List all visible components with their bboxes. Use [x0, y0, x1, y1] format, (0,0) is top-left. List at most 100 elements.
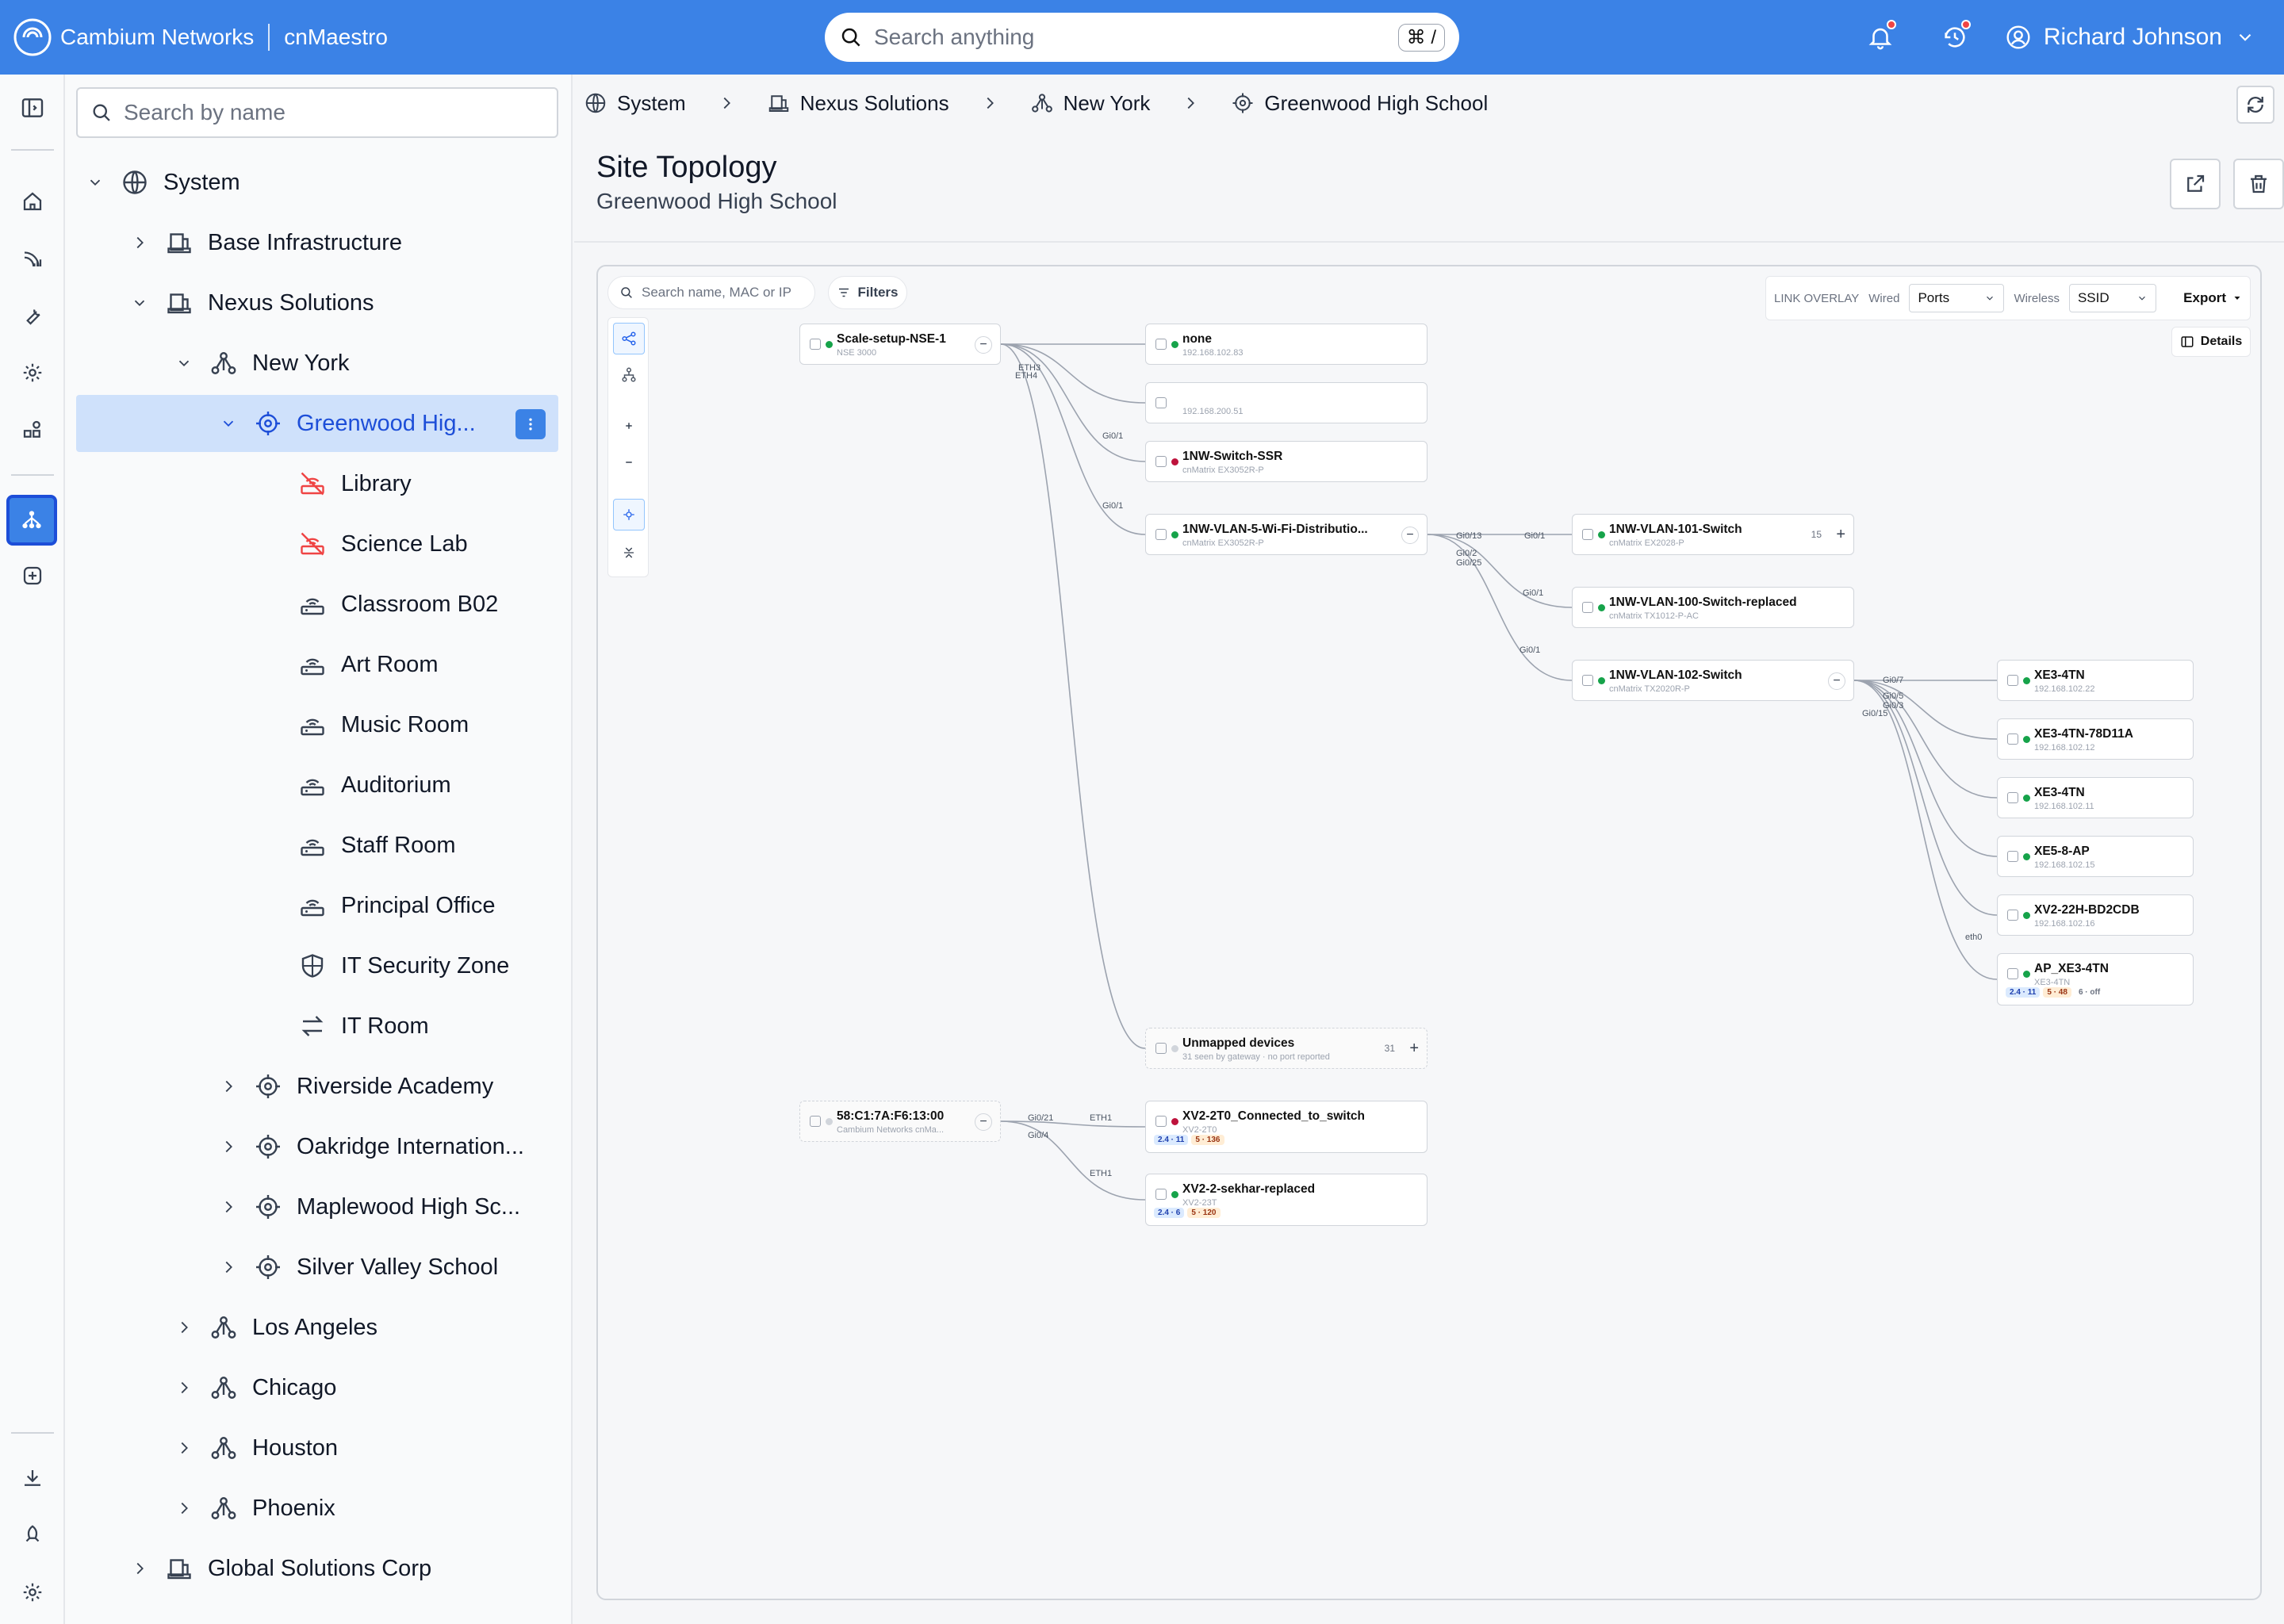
tree-item[interactable]: IT Room — [262, 998, 429, 1055]
wireless-overlay-select[interactable]: SSID — [2068, 284, 2156, 312]
nav-monitor[interactable] — [17, 243, 48, 274]
tree-item[interactable]: Library — [262, 455, 412, 512]
tree-expander[interactable] — [217, 415, 240, 432]
nav-add[interactable] — [17, 560, 48, 592]
wired-overlay-select[interactable]: Ports — [1909, 284, 2005, 312]
tree-item[interactable]: Staff Room — [262, 817, 456, 874]
breadcrumb-system[interactable]: System — [584, 91, 686, 116]
tree-item[interactable]: Houston — [173, 1419, 338, 1477]
tree-search-input[interactable]: Search by name — [76, 87, 558, 138]
tree-item[interactable]: Base Infrastructure — [128, 214, 402, 271]
app-logo[interactable]: Cambium Networks cnMaestro — [13, 17, 388, 57]
tree-item[interactable]: Art Room — [262, 636, 438, 693]
tree-item[interactable]: Science Lab — [262, 515, 468, 573]
topology-node[interactable]: 192.168.200.51 — [1145, 382, 1428, 423]
tree-item[interactable]: Nexus Solutions — [128, 274, 374, 331]
nav-topology[interactable] — [6, 495, 57, 546]
tree-item[interactable]: IT Security Zone — [262, 937, 509, 994]
topology-canvas[interactable]: Search name, MAC or IP Filters LINK OVER… — [596, 265, 2262, 1600]
activity-button[interactable] — [1931, 13, 1979, 61]
global-search[interactable]: Search anything ⌘ / — [825, 13, 1459, 62]
user-menu[interactable]: Richard Johnson — [2006, 24, 2255, 51]
tree-item[interactable]: Los Angeles — [173, 1299, 377, 1356]
tree-expander[interactable] — [173, 1379, 195, 1396]
tree-expander[interactable] — [84, 174, 106, 191]
delete-button[interactable] — [2233, 159, 2284, 209]
tree-expander[interactable] — [173, 1319, 195, 1336]
tree-item[interactable]: Greenwood Hig... — [76, 395, 558, 452]
tree-expander[interactable] — [128, 1560, 151, 1577]
refresh-button[interactable] — [2236, 86, 2274, 124]
tree-expander[interactable] — [217, 1078, 240, 1095]
notifications-button[interactable] — [1857, 13, 1904, 61]
tree-expander[interactable] — [217, 1258, 240, 1276]
nav-download[interactable] — [17, 1462, 48, 1494]
nav-apps[interactable] — [17, 414, 48, 446]
tree-item[interactable]: Phoenix — [173, 1480, 335, 1537]
details-button[interactable]: Details — [2171, 327, 2251, 357]
tree-expander[interactable] — [173, 1500, 195, 1517]
collapse-node-button[interactable]: − — [975, 336, 992, 354]
nav-deploy[interactable] — [17, 1519, 48, 1551]
expand-node-button[interactable]: + — [1409, 1040, 1419, 1057]
topology-node[interactable]: 1NW-VLAN-5-Wi-Fi-Distributio...cnMatrix … — [1145, 514, 1428, 555]
breadcrumb-newyork[interactable]: New York — [1030, 91, 1150, 116]
zoom-out-button[interactable] — [613, 446, 645, 478]
tree-expander[interactable] — [173, 354, 195, 372]
fit-view-button[interactable] — [613, 499, 645, 530]
tree-item[interactable]: Maplewood High Sc... — [217, 1178, 520, 1235]
tree-item[interactable]: Chicago — [173, 1359, 336, 1416]
tree-item[interactable]: Oakridge Internation... — [217, 1118, 524, 1175]
tree-item[interactable]: New York — [173, 335, 350, 392]
breadcrumb-site[interactable]: Greenwood High School — [1231, 91, 1488, 116]
zoom-in-button[interactable] — [613, 410, 645, 442]
tree-item[interactable]: Silver Valley School — [217, 1239, 498, 1296]
more-options-button[interactable] — [515, 409, 546, 439]
tree-expander[interactable] — [128, 294, 151, 312]
tree-expander[interactable] — [217, 1198, 240, 1216]
collapse-node-button[interactable]: − — [975, 1113, 992, 1131]
tree-item[interactable]: Principal Office — [262, 877, 496, 934]
topology-search-input[interactable]: Search name, MAC or IP — [607, 276, 815, 309]
tree-item[interactable]: Classroom B02 — [262, 576, 498, 633]
tree-item[interactable]: Global Solutions Corp — [128, 1540, 431, 1597]
toggle-sidebar-button[interactable] — [17, 92, 48, 124]
collapse-node-button[interactable]: − — [1828, 672, 1845, 690]
tree-item[interactable]: System — [84, 154, 240, 211]
nav-preferences[interactable] — [17, 1576, 48, 1608]
tree-layout-button[interactable] — [613, 323, 645, 354]
tree-expander[interactable] — [217, 1138, 240, 1155]
export-button[interactable]: Export — [2183, 290, 2242, 306]
nav-home[interactable] — [17, 186, 48, 217]
tree-item[interactable]: Auditorium — [262, 756, 451, 814]
collapse-node-button[interactable]: − — [1401, 527, 1419, 544]
open-external-button[interactable] — [2170, 159, 2221, 209]
tree-expander[interactable] — [173, 1439, 195, 1457]
nav-settings[interactable] — [17, 357, 48, 389]
expand-node-button[interactable]: + — [1836, 526, 1845, 543]
tree-item[interactable]: Music Room — [262, 696, 469, 753]
nav-tools[interactable] — [17, 300, 48, 331]
tree-item[interactable]: Riverside Academy — [217, 1058, 493, 1115]
hierarchy-layout-button[interactable] — [613, 359, 645, 391]
filters-button[interactable]: Filters — [828, 276, 907, 309]
collapse-all-button[interactable] — [613, 537, 645, 569]
breadcrumb-nexus[interactable]: Nexus Solutions — [767, 91, 949, 116]
tree-expander[interactable] — [128, 234, 151, 251]
